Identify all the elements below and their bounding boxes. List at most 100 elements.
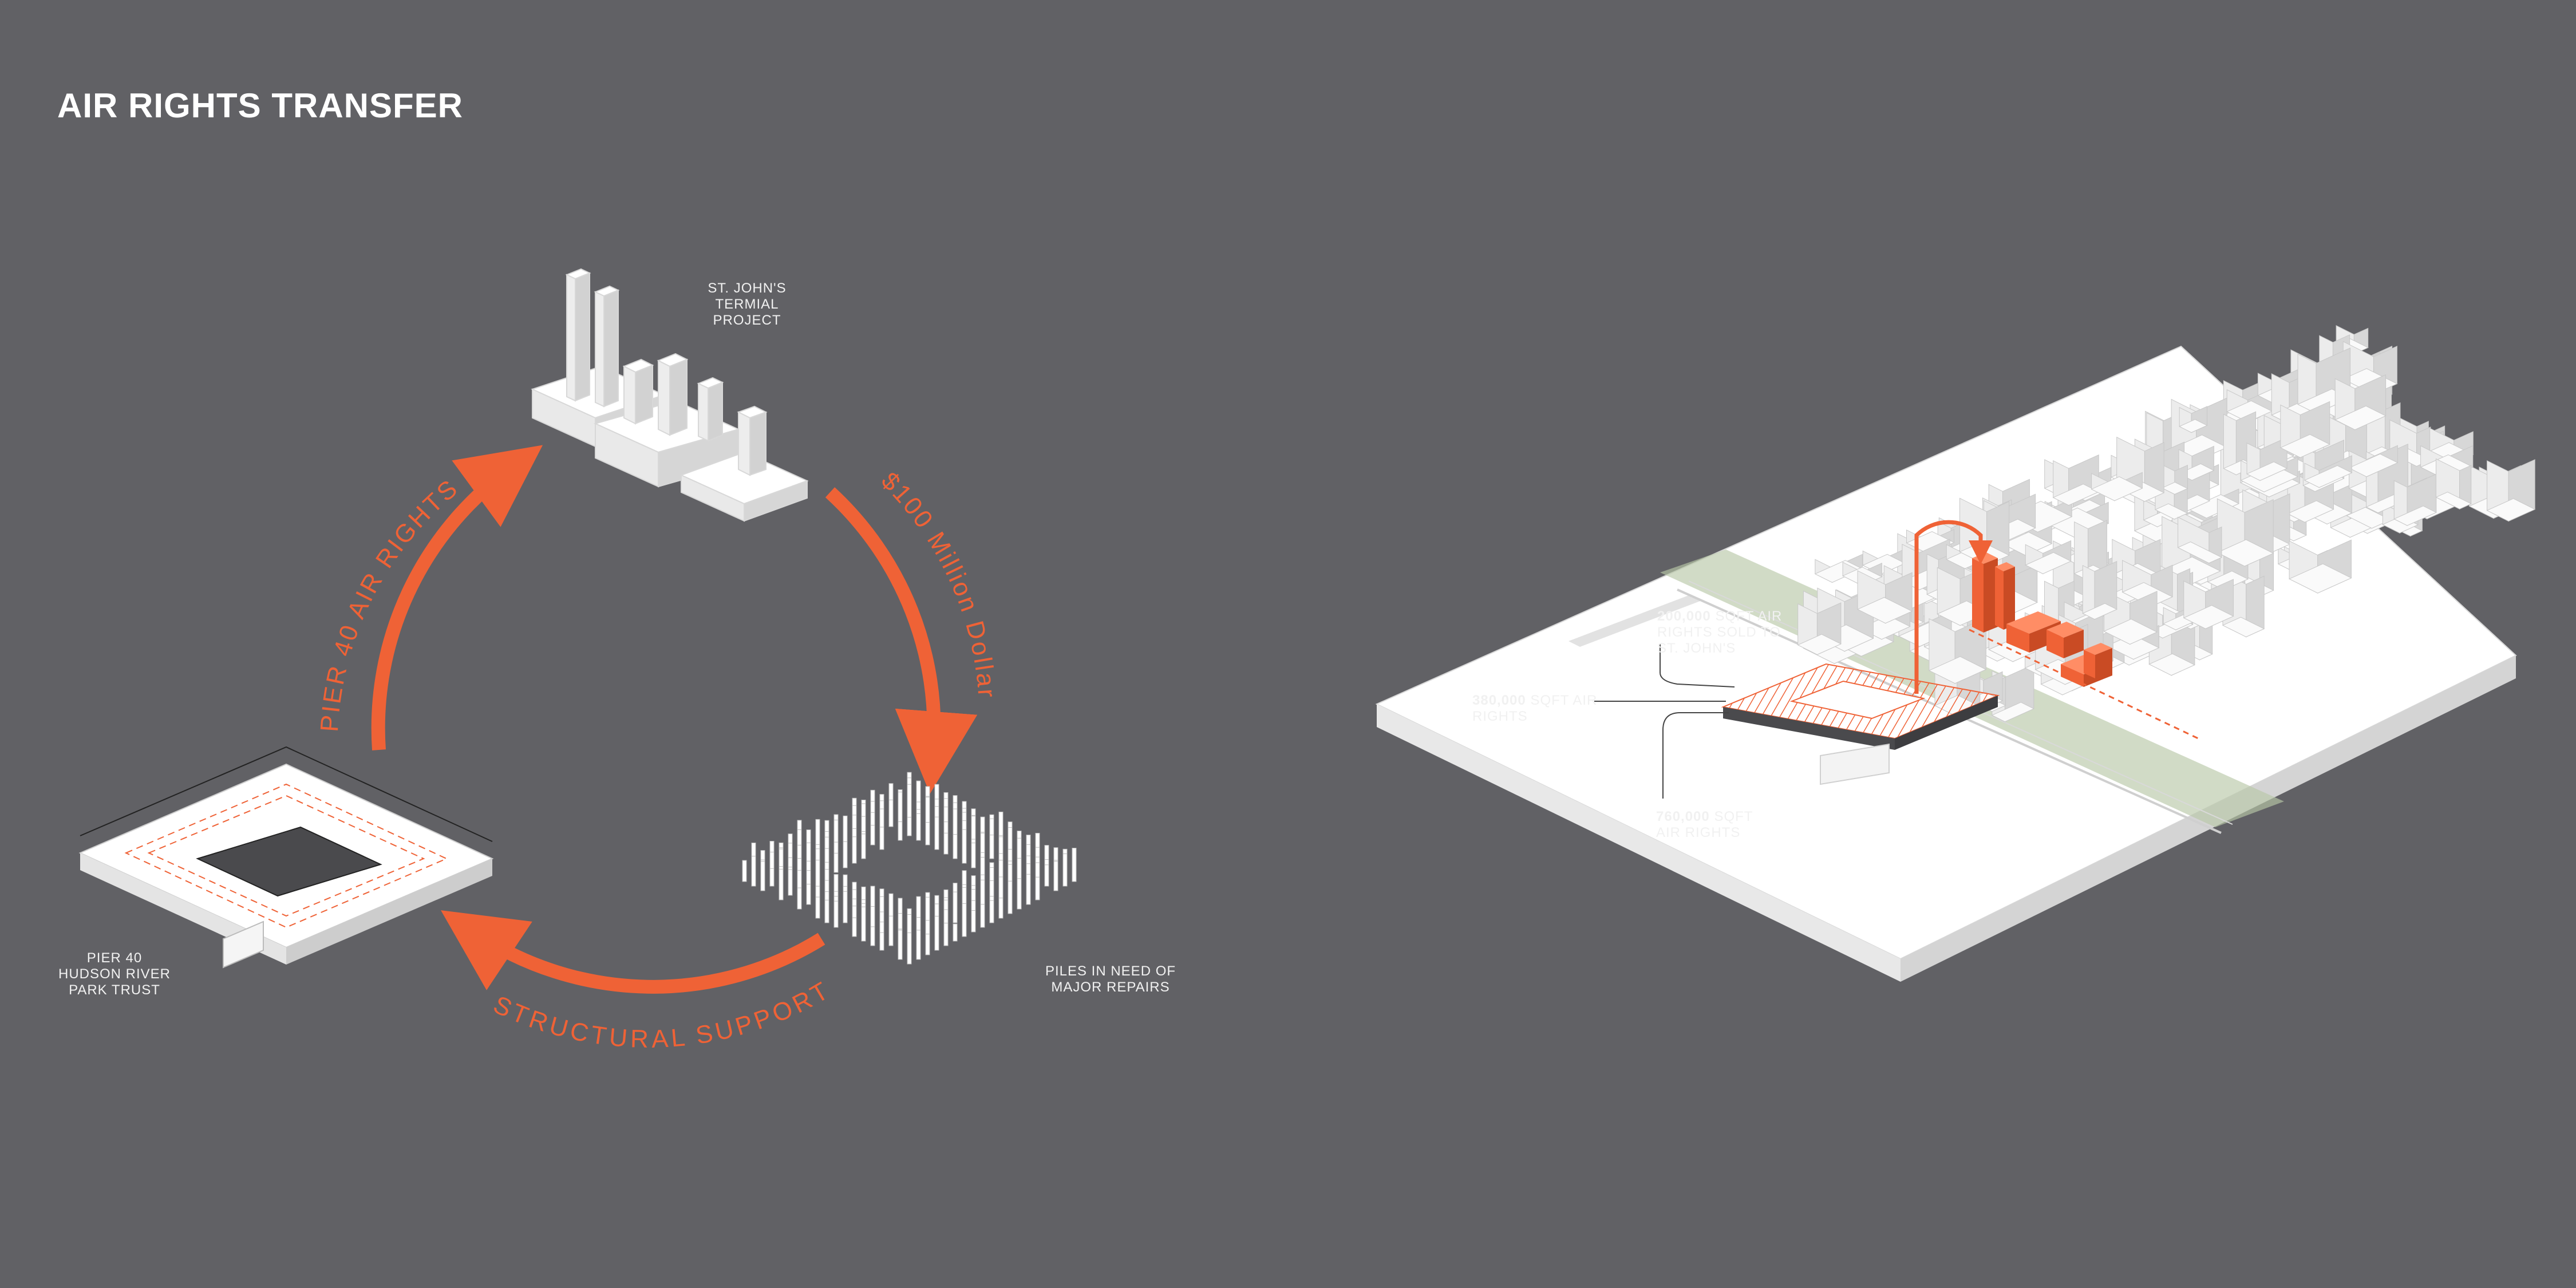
pile: [1072, 848, 1077, 882]
building: [2103, 618, 2158, 645]
arrow-label-air-rights: PIER 40 AIR RIGHTS: [315, 473, 462, 733]
building: [1797, 634, 1842, 655]
building: [2179, 419, 2208, 433]
pile: [907, 817, 912, 836]
pile: [870, 886, 875, 910]
building: [2435, 491, 2472, 509]
pile: [898, 930, 903, 960]
pile: [742, 860, 747, 882]
callout-air-rights-sold: 200,000 SQFT AIR RIGHTS SOLD TO ST. JOHN…: [1657, 609, 1783, 656]
building: [2082, 603, 2117, 620]
building: [2217, 539, 2274, 567]
pile: [843, 841, 848, 868]
building: [2154, 503, 2188, 520]
pile: [879, 827, 884, 850]
pile: [888, 915, 894, 946]
pile: [953, 834, 958, 859]
pile: [1026, 874, 1031, 905]
pile: [916, 930, 921, 960]
pile: [888, 799, 894, 827]
building: [2486, 498, 2536, 522]
pile: [852, 836, 857, 864]
pile: [934, 915, 939, 951]
arrow-structural: [441, 910, 825, 994]
pier-40-icon: [78, 746, 494, 969]
building: [2246, 461, 2288, 481]
pile: [998, 898, 1003, 919]
arrow-dollars: [825, 487, 978, 794]
pile: [943, 832, 949, 855]
building: [1856, 596, 1913, 624]
pile: [833, 852, 839, 873]
pile: [1008, 880, 1013, 914]
pile: [815, 819, 820, 846]
pile: [980, 904, 985, 928]
tower-cluster-icon: [531, 268, 809, 522]
pile: [815, 896, 820, 919]
pile: [779, 868, 784, 900]
building: [2091, 476, 2143, 501]
page-title: AIR RIGHTS TRANSFER: [57, 86, 463, 125]
pile: [916, 813, 921, 841]
pile: [879, 932, 884, 951]
pile: [962, 903, 967, 937]
pile: [806, 883, 811, 905]
svg-text:$100 Million Dollars: $100 Million Dollars: [0, 0, 1001, 700]
callout-pier-air-rights: 380,000 SQFT AIR RIGHTS: [1472, 693, 1598, 724]
pile: [1044, 864, 1049, 887]
pile: [1053, 861, 1058, 891]
building: [2001, 531, 2053, 556]
pile: [797, 887, 802, 910]
pile: [833, 900, 839, 928]
piles-field-icon: [742, 772, 1077, 965]
pile: [925, 822, 930, 846]
building: [1991, 702, 2034, 722]
building: [2287, 500, 2334, 523]
building: [2279, 434, 2330, 458]
pile: [1017, 858, 1022, 882]
pile: [1062, 854, 1068, 887]
pile: [870, 926, 875, 946]
pile: [751, 856, 756, 887]
pile: [925, 934, 930, 955]
arrow-label-dollars: $100 Million Dollars: [0, 0, 999, 700]
pile: [989, 835, 994, 859]
pile: [824, 899, 829, 923]
pile: [1035, 876, 1040, 900]
pile: [769, 868, 775, 887]
pile: [971, 843, 976, 868]
pile: [953, 891, 958, 923]
building: [2304, 465, 2353, 488]
building: [2222, 617, 2265, 638]
label-st-johns: ST. JOHN'S TERMIAL PROJECT: [708, 280, 787, 328]
pile: [989, 900, 994, 923]
pile: [870, 906, 875, 928]
map-transfer-arrow: [1914, 520, 1993, 694]
building: [2025, 552, 2072, 574]
pile: [898, 821, 903, 841]
building: [2187, 494, 2240, 519]
pile: [870, 825, 875, 846]
city-map: [1375, 325, 2536, 982]
pile: [907, 784, 912, 818]
building: [2161, 481, 2188, 495]
pile: [788, 869, 793, 896]
pile: [861, 906, 866, 942]
building: [2393, 505, 2437, 526]
building: [2177, 542, 2223, 564]
building: [2348, 453, 2399, 477]
pile: [1017, 878, 1022, 910]
label-pier-40: PIER 40 HUDSON RIVER PARK TRUST: [58, 950, 171, 998]
cycle-arrows: [371, 445, 978, 994]
pile: [898, 792, 903, 823]
map-pier-40: [1721, 663, 2000, 785]
pile: [971, 910, 976, 933]
pile: [962, 829, 967, 864]
pile: [760, 861, 765, 891]
pile: [861, 833, 866, 859]
pile: [833, 819, 839, 846]
arrow-air-rights: [371, 445, 543, 750]
pile: [953, 923, 958, 942]
pile: [852, 917, 857, 937]
